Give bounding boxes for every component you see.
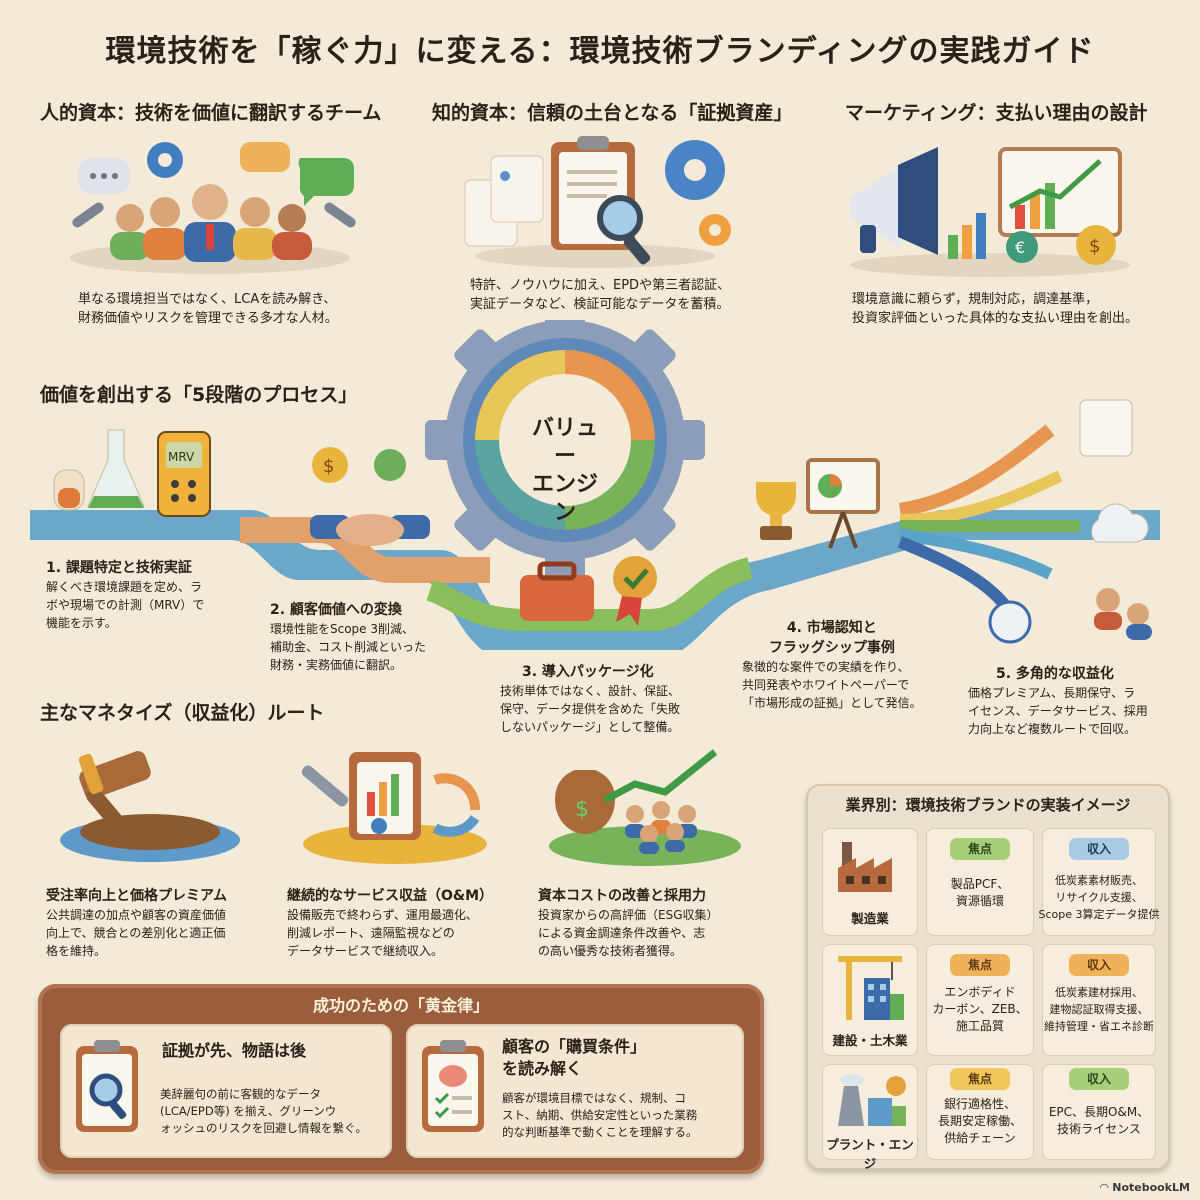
process-step-5: 5. 多角的な収益化 価格プレミアム、長期保守、ラ イセンス、データサービス、採… bbox=[968, 666, 1148, 736]
megaphone-chart-icon: € $ bbox=[850, 147, 1130, 277]
focus-badge: 焦点 bbox=[950, 954, 1010, 976]
process-step-4: 4. 市場認知と フラッグシップ事例 象徴的な案件での実績を作り、 共同発表やホ… bbox=[742, 620, 922, 710]
svg-text:$: $ bbox=[1089, 236, 1100, 257]
industry-row-3-revenue-cell: 収入 EPC、長期O&M、 技術ライセンス bbox=[1042, 1064, 1156, 1160]
industry-row-1-focus-cell: 焦点 製品PCF、 資源循環 bbox=[926, 828, 1034, 936]
golden-rule-2-desc: 顧客が環境目標ではなく、規制、コ スト、納期、供給安定性といった業務 的な判断基… bbox=[502, 1091, 698, 1139]
svg-text:$: $ bbox=[575, 797, 589, 822]
industry-row-2-revenue-cell: 収入 低炭素建材採用、 建物認証取得支援、 維持管理・省エネ診断 bbox=[1042, 944, 1156, 1056]
crane-building-icon bbox=[838, 956, 904, 1020]
monetization-title: 主なマネタイズ（収益化）ルート bbox=[40, 702, 325, 724]
industry-row-3-name: プラント・エンジ bbox=[826, 1137, 914, 1171]
process-step-3: 3. 導入パッケージ化 技術単体ではなく、設計、保証、 保守、データ提供を含めた… bbox=[500, 664, 681, 734]
industry-row-1-name: 製造業 bbox=[851, 911, 889, 926]
human-capital-title: 人的資本：技術を価値に翻訳するチーム bbox=[40, 102, 382, 124]
gavel-icon bbox=[60, 751, 240, 862]
intellectual-capital-title: 知的資本：信頼の土台となる「証拠資産」 bbox=[432, 102, 793, 124]
mrv-meter-label: MRV bbox=[168, 450, 195, 464]
value-engine-path-illustration: MRV $ bbox=[30, 320, 1160, 650]
process-step-2: 2. 顧客価値への変換 環境性能をScope 3削減、 補助金、コスト削減といっ… bbox=[270, 602, 427, 672]
industry-row-2-name: 建設・土木業 bbox=[832, 1033, 908, 1048]
industry-panel-title: 業界別：環境技術ブランドの実装イメージ bbox=[845, 796, 1131, 814]
page-title: 環境技術を「稼ぐ力」に変える：環境技術ブランディングの実践ガイド bbox=[105, 34, 1095, 69]
industry-panel: 業界別：環境技術ブランドの実装イメージ 製造業 焦点 製品PCF、 資源循環 収… bbox=[806, 784, 1170, 1171]
notebooklm-icon: ◠ bbox=[1099, 1181, 1113, 1194]
revenue-badge: 収入 bbox=[1069, 1068, 1129, 1090]
industry-row-3-focus: 銀行適格性、 長期安定稼働、 供給チェーン bbox=[937, 1097, 1022, 1145]
industry-row-2-name-cell: 建設・土木業 bbox=[822, 944, 918, 1056]
golden-rule-2-title: 顧客の「購買条件」 を読み解く bbox=[502, 1037, 647, 1078]
monetization-route-2: 継続的なサービス収益（O&M） 設備販売で終わらず、運用最適化、 削減レポート、… bbox=[287, 888, 494, 958]
marketing-title: マーケティング：支払い理由の設計 bbox=[845, 102, 1148, 124]
human-capital-desc: 単なる環境担当ではなく、LCAを読み解き、 財務価値やリスクを管理できる多才な人… bbox=[78, 292, 338, 326]
monetization-route-1: 受注率向上と価格プレミアム 公共調達の加点や顧客の資産価値 向上で、競合との差別… bbox=[46, 888, 228, 958]
notebooklm-label: NotebookLM bbox=[1112, 1181, 1190, 1194]
golden-rule-1-desc: 美辞麗句の前に客観的なデータ (LCA/EPD等) を揃え、グリーンウ ォッシュ… bbox=[160, 1087, 367, 1135]
plant-icon bbox=[838, 1074, 906, 1126]
industry-row-1-name-cell: 製造業 bbox=[822, 828, 918, 936]
golden-rules-panel: 成功のための「黄金律」 証拠が先、物語は後 美辞麗句の前に客観的なデータ (LC… bbox=[38, 984, 764, 1174]
industry-row-3-revenue: EPC、長期O&M、 技術ライセンス bbox=[1048, 1105, 1150, 1136]
value-engine-label: バリュー エンジン bbox=[531, 416, 598, 525]
industry-row-1-revenue: 低炭素素材販売、 リサイクル支援、 Scope 3算定データ提供 bbox=[1038, 874, 1160, 921]
focus-badge: 焦点 bbox=[950, 838, 1010, 860]
clipboard-brain-icon bbox=[422, 1040, 484, 1132]
factory-icon bbox=[838, 842, 892, 892]
revenue-badge: 収入 bbox=[1069, 954, 1129, 976]
intellectual-capital-desc: 特許、ノウハウに加え、EPDや第三者認証、 実証データなど、検証可能なデータを蓄… bbox=[470, 278, 731, 312]
svg-text:$: $ bbox=[323, 456, 334, 477]
industry-row-3-name-cell: プラント・エンジ bbox=[822, 1064, 918, 1171]
golden-rules-title: 成功のための「黄金律」 bbox=[312, 996, 489, 1015]
marketing-desc: 環境意識に頼らず，規制対応，調達基準， 投資家評価といった具体的な支払い理由を創… bbox=[852, 292, 1139, 326]
focus-badge: 焦点 bbox=[950, 1068, 1010, 1090]
golden-rule-card-2: 顧客の「購買条件」 を読み解く 顧客が環境目標ではなく、規制、コ スト、納期、供… bbox=[406, 1024, 744, 1158]
process-title: 価値を創出する「5段階のプロセス」 bbox=[40, 384, 358, 406]
notebooklm-logo: ◠ NotebookLM bbox=[1100, 1181, 1190, 1194]
revenue-badge: 収入 bbox=[1069, 838, 1129, 860]
documents-magnifier-icon bbox=[464, 136, 731, 268]
industry-row-1-focus: 製品PCF、 資源循環 bbox=[950, 877, 1010, 908]
process-step-1: 1. 課題特定と技術実証 解くべき環境課題を定め、ラ ボや現場での計測（MRV）… bbox=[46, 560, 205, 630]
svg-text:€: € bbox=[1015, 238, 1025, 257]
monetization-route-3: 資本コストの改善と採用力 投資家からの高評価（ESG収集） による資金調達条件改… bbox=[538, 888, 719, 958]
team-illustration-icon bbox=[70, 142, 356, 274]
wrench-clipboard-icon bbox=[301, 752, 487, 864]
clipboard-magnifier-icon bbox=[76, 1040, 138, 1132]
golden-rule-card-1: 証拠が先、物語は後 美辞麗句の前に客観的なデータ (LCA/EPD等) を揃え、… bbox=[60, 1024, 392, 1158]
industry-row-3-focus-cell: 焦点 銀行適格性、 長期安定稼働、 供給チェーン bbox=[926, 1064, 1034, 1160]
moneybag-team-icon: $ bbox=[549, 749, 741, 866]
industry-row-2-focus: エンボディド カーボン、ZEB、 施工品質 bbox=[932, 985, 1028, 1033]
industry-row-2-focus-cell: 焦点 エンボディド カーボン、ZEB、 施工品質 bbox=[926, 944, 1034, 1056]
industry-row-2-revenue: 低炭素建材採用、 建物認証取得支援、 維持管理・省エネ診断 bbox=[1044, 986, 1154, 1033]
golden-rule-1-title: 証拠が先、物語は後 bbox=[162, 1041, 307, 1060]
industry-row-1-revenue-cell: 収入 低炭素素材販売、 リサイクル支援、 Scope 3算定データ提供 bbox=[1038, 828, 1160, 936]
